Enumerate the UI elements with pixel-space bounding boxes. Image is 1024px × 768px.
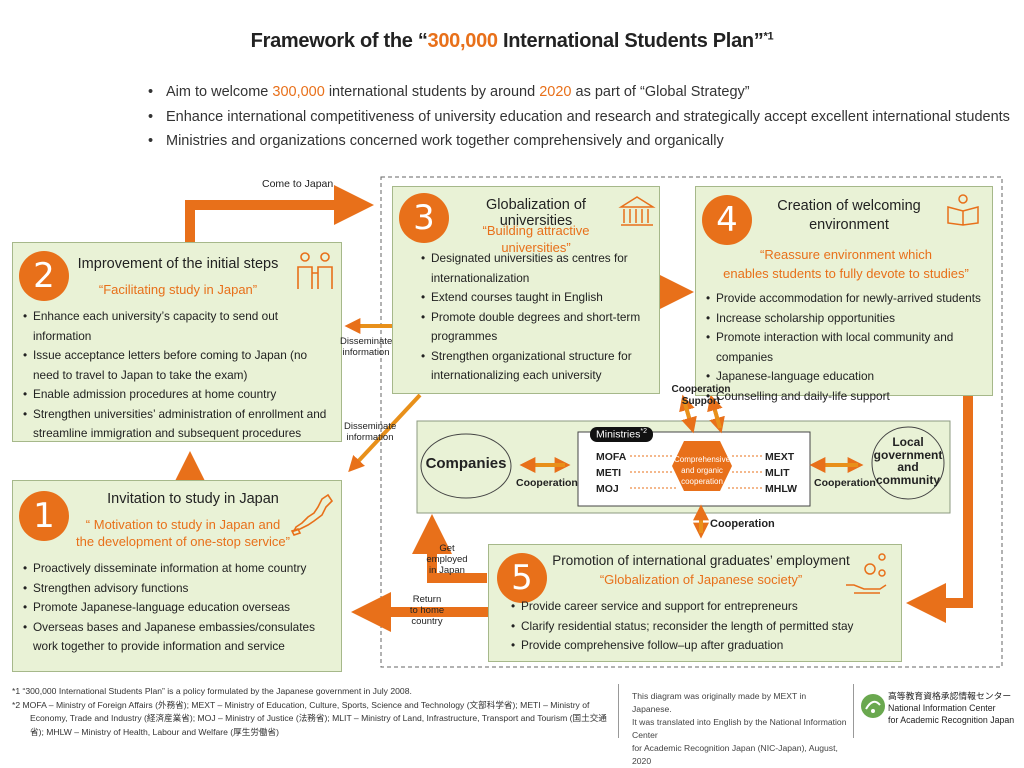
career-icon xyxy=(846,553,887,594)
step2-title: Improvement of the initial steps xyxy=(77,256,279,272)
people-icon xyxy=(297,252,333,289)
list-item: Provide accommodation for newly-arrived … xyxy=(706,289,996,309)
list-item: Designated universities as centres for i… xyxy=(421,249,651,288)
companies-ellipse xyxy=(420,433,512,499)
list-item: Provide comprehensive follow–up after gr… xyxy=(511,636,891,656)
step5-title: Promotion of international graduates’ em… xyxy=(552,553,850,568)
step4-list: Provide accommodation for newly-arrived … xyxy=(706,289,996,406)
list-item: Issue acceptance letters before coming t… xyxy=(23,346,333,385)
step5-number: 5 xyxy=(497,553,547,603)
list-item: Promote interaction with local community… xyxy=(706,328,996,367)
step1-box: 1 Invitation to study in Japan “ Motivat… xyxy=(12,480,342,672)
university-icon xyxy=(618,196,656,226)
list-item: Strengthen advisory functions xyxy=(23,579,333,599)
cooperation-left-label: Cooperation xyxy=(516,477,578,489)
flow-arrows xyxy=(170,176,1003,668)
ministries-tag: Ministries*2 xyxy=(590,427,653,442)
list-item: Overseas bases and Japanese embassies/co… xyxy=(23,618,333,657)
list-item: Enhance each university’s capacity to se… xyxy=(23,307,333,346)
list-item: Japanese-language education xyxy=(706,367,996,387)
list-item: Increase scholarship opportunities xyxy=(706,309,996,329)
cooperation-right-label: Cooperation xyxy=(814,477,876,489)
step2-list: Enhance each university’s capacity to se… xyxy=(23,307,333,444)
divider xyxy=(853,684,854,738)
page-title: Framework of the “300,000 International … xyxy=(250,30,774,52)
step5-subtitle: “Globalization of Japanese society” xyxy=(599,572,803,587)
japan-map-icon xyxy=(290,493,334,536)
list-item: Extend courses taught in English xyxy=(421,288,651,308)
divider xyxy=(618,684,619,738)
cooperation-hexagon xyxy=(672,441,732,491)
step5-box: 5 Promotion of international graduates’ … xyxy=(488,544,902,662)
step5-list: Provide career service and support for e… xyxy=(511,597,891,656)
goal-item: •Aim to welcome 300,000 international st… xyxy=(148,84,750,100)
reading-icon xyxy=(947,194,979,226)
step2-box: 2 Improvement of the initial steps “Faci… xyxy=(12,242,342,442)
list-item: Provide career service and support for e… xyxy=(511,597,891,617)
companies-label: Companies xyxy=(425,455,507,472)
list-item: Clarify residential status; reconsider t… xyxy=(511,617,891,637)
step3-title: Globalization of universities xyxy=(486,197,586,229)
goal-item: •Enhance international competitiveness o… xyxy=(148,108,1010,125)
nic-japan-logo-icon xyxy=(861,694,885,718)
step3-box: 3 Globalization of universities “Buildin… xyxy=(392,186,660,394)
list-item: Counselling and daily-life support xyxy=(706,387,996,407)
list-item: Strengthen organizational structure for … xyxy=(421,347,651,386)
cooperation-bottom-label: Cooperation xyxy=(710,518,775,530)
step2-subtitle: “Facilitating study in Japan” xyxy=(98,282,258,297)
step4-number: 4 xyxy=(702,195,752,245)
goal-item: •Ministries and organizations concerned … xyxy=(148,133,724,149)
step1-number: 1 xyxy=(19,491,69,541)
step1-list: Proactively disseminate information at h… xyxy=(23,559,333,657)
list-item: Enable admission procedures at home coun… xyxy=(23,385,333,405)
step1-title: Invitation to study in Japan xyxy=(107,491,279,507)
get-employed-arrow xyxy=(412,513,487,583)
disseminate-arrow-2 xyxy=(348,393,422,473)
footnotes: *1 “300,000 International Students Plan”… xyxy=(12,686,607,737)
local-government-circle xyxy=(871,426,945,500)
cooperation-frame xyxy=(380,176,1003,668)
list-item: Promote Japanese-language education over… xyxy=(23,598,333,618)
step3-list: Designated universities as centres for i… xyxy=(421,249,651,386)
step3-number: 3 xyxy=(399,193,449,243)
list-item: Strengthen universities’ administration … xyxy=(23,405,333,444)
step2-number: 2 xyxy=(19,251,69,301)
come-to-japan-arrow xyxy=(185,185,375,242)
goals-list: •Aim to welcome 300,000 international st… xyxy=(148,80,1010,154)
come-to-japan-label: Come to Japan xyxy=(262,178,334,190)
box4-to-box5-arrow xyxy=(905,396,973,623)
credit-note: This diagram was originally made by MEXT… xyxy=(632,691,847,766)
list-item: Promote double degrees and short-term pr… xyxy=(421,308,651,347)
list-item: Proactively disseminate information at h… xyxy=(23,559,333,579)
